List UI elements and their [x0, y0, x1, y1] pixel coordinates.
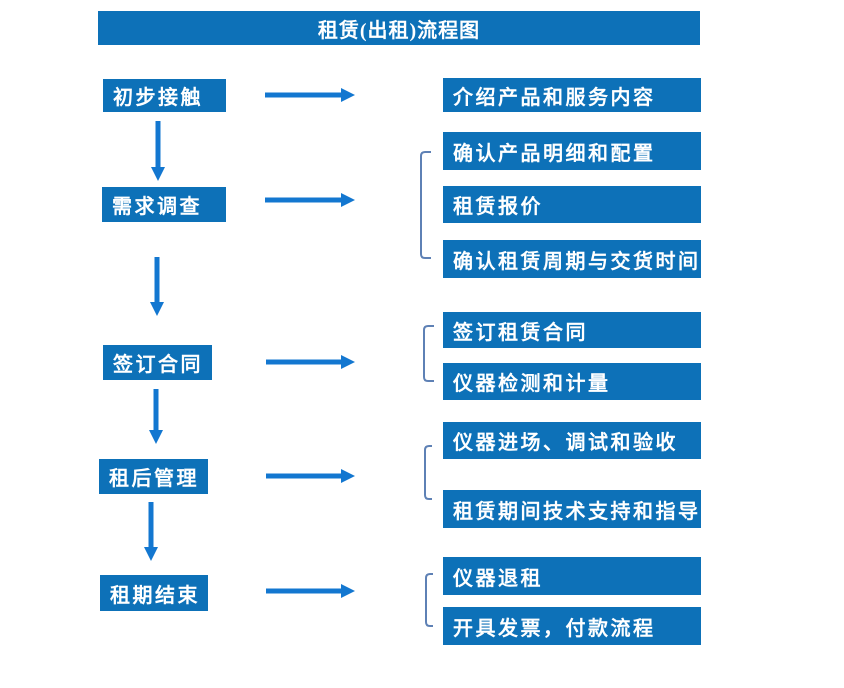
down-arrow-connector-3: [149, 389, 163, 444]
detail-box-sign-rental-contract: 签订租赁合同: [443, 312, 701, 348]
bracket-connector-demand-survey: [420, 151, 431, 259]
detail-box-invoice-payment: 开具发票，付款流程: [443, 607, 701, 645]
right-arrow-connector-1: [265, 88, 355, 102]
right-arrow-connector-4: [266, 469, 355, 483]
step-box-demand-survey: 需求调查: [102, 187, 226, 222]
bracket-connector-post-rental: [424, 445, 432, 500]
detail-box-introduce-products: 介绍产品和服务内容: [443, 78, 701, 112]
step-box-post-rental-management: 租后管理: [99, 459, 208, 494]
bracket-connector-rental-end: [425, 573, 433, 627]
right-arrow-connector-5: [266, 584, 355, 598]
down-arrow-connector-1: [151, 121, 165, 181]
detail-box-tech-support: 租赁期间技术支持和指导: [443, 490, 701, 528]
right-arrow-connector-2: [265, 193, 355, 207]
detail-box-instrument-setup: 仪器进场、调试和验收: [443, 422, 701, 459]
down-arrow-connector-4: [144, 502, 158, 561]
detail-box-instrument-return: 仪器退租: [443, 557, 701, 595]
right-arrow-connector-3: [266, 355, 355, 369]
step-box-rental-end: 租期结束: [100, 575, 208, 611]
step-box-initial-contact: 初步接触: [103, 79, 226, 112]
down-arrow-connector-2: [150, 257, 164, 316]
detail-box-instrument-inspection: 仪器检测和计量: [443, 363, 701, 400]
detail-box-confirm-rental-period: 确认租赁周期与交货时间: [443, 240, 701, 278]
flowchart-title: 租赁(出租)流程图: [98, 11, 700, 45]
detail-box-confirm-product-details: 确认产品明细和配置: [443, 132, 701, 170]
step-box-sign-contract: 签订合同: [103, 345, 212, 380]
detail-box-rental-quote: 租赁报价: [443, 186, 701, 223]
bracket-connector-sign-contract: [423, 325, 434, 382]
